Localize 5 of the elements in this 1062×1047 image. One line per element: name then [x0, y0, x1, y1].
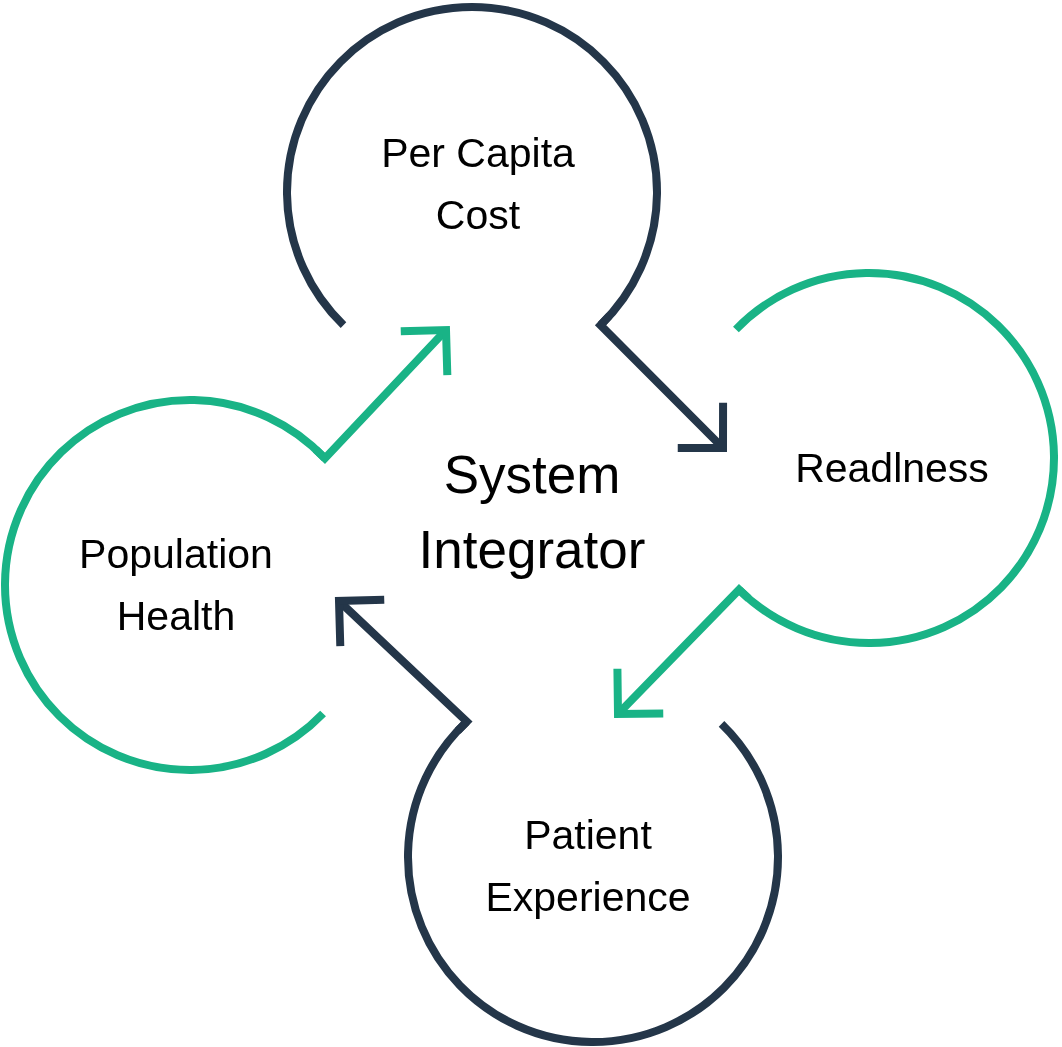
node-label: Readlness: [795, 444, 989, 493]
node-label: Patient Experience: [484, 811, 692, 922]
node-label: Per Capita Cost: [380, 129, 576, 240]
node-label: Population Health: [78, 530, 274, 641]
center-label: System Integrator: [417, 444, 647, 581]
